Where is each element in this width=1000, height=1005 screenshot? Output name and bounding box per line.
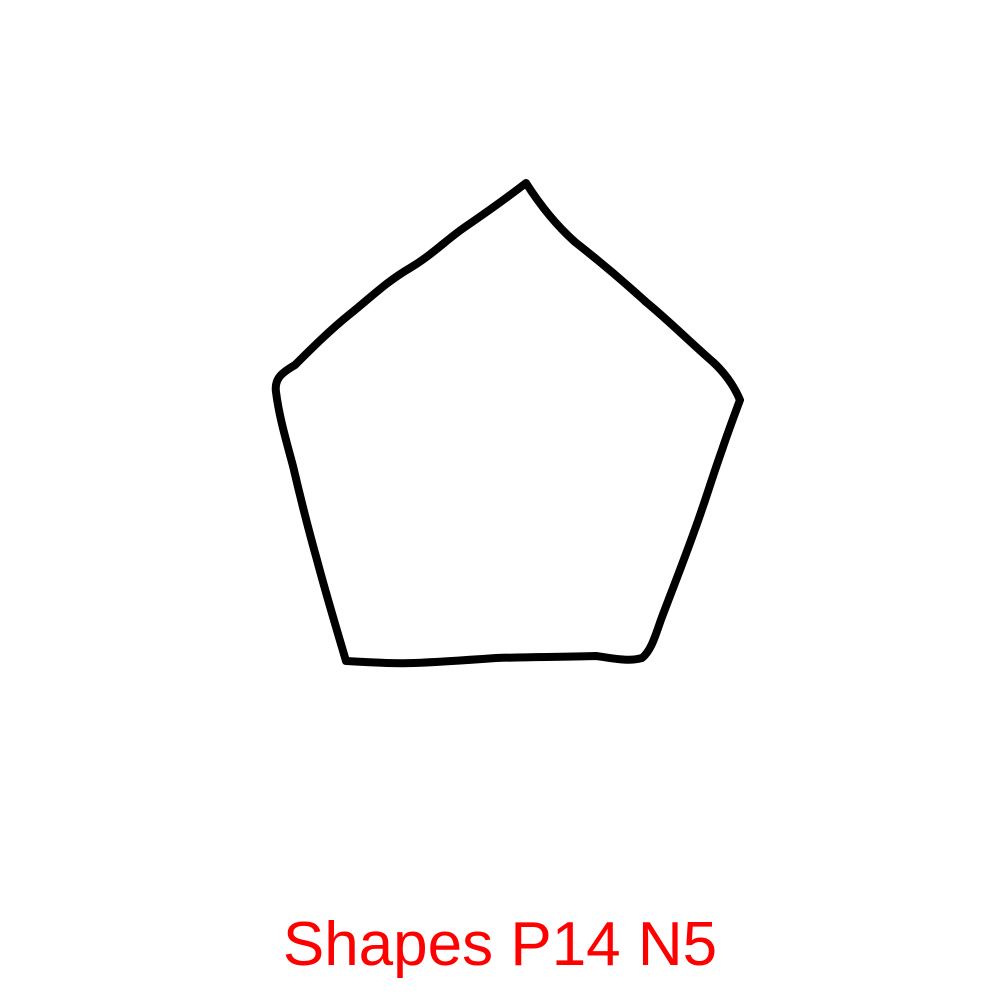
figure-caption: Shapes P14 N5: [282, 910, 718, 979]
pentagon-shape: [271, 179, 744, 668]
